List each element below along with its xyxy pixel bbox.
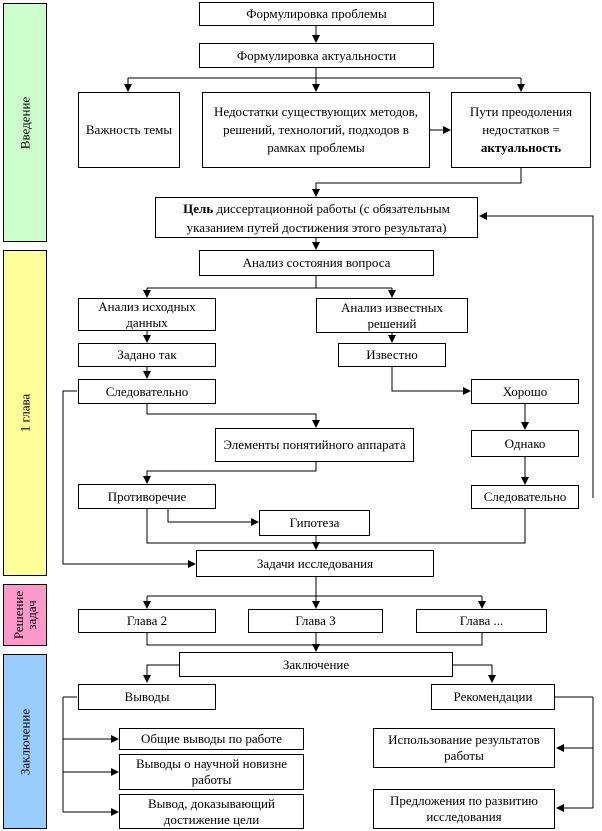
node-novelty-findings: Выводы о научной новизне работы <box>119 754 304 790</box>
node-tasks-label: Задачи исследования <box>256 555 374 571</box>
node-analysis-label: Анализ состояния вопроса <box>242 255 391 270</box>
node-known-label: Известно <box>366 347 418 362</box>
node-ways: Пути преодоления недостатков = актуально… <box>451 92 591 168</box>
node-tasks: Задачи исследования <box>196 550 434 577</box>
node-however: Однако <box>471 430 579 457</box>
node-hypothesis-label: Гипотеза <box>289 515 340 530</box>
node-goal-bold: Цель <box>183 200 214 216</box>
node-findings-label: Выводы <box>124 689 170 704</box>
node-goal: Цель диссертационной работы (с обязатель… <box>155 197 478 238</box>
node-analysis: Анализ состояния вопроса <box>199 250 434 276</box>
node-general-findings-label: Общие выводы по работе <box>140 731 282 746</box>
node-goal-label: диссертационной работы (с обязательным у… <box>186 200 450 235</box>
node-contradiction: Противоречие <box>78 484 216 509</box>
node-importance: Важность темы <box>78 92 180 168</box>
node-chapter-more-label: Глава ... <box>459 613 504 628</box>
node-good: Хорошо <box>471 379 579 404</box>
node-shortcomings: Недостатки существующих методов, решений… <box>202 92 430 168</box>
section-intro: Введение <box>3 3 47 242</box>
node-good-label: Хорошо <box>502 383 548 399</box>
node-consequently-right: Следовательно <box>471 485 579 509</box>
node-elements: Элементы понятийного аппарата <box>215 428 414 462</box>
node-given: Задано так <box>78 343 216 367</box>
node-use-results: Использование результатов работы <box>373 728 555 768</box>
node-recommendations-label: Рекомендации <box>453 689 533 704</box>
node-relevance-label: Формулировка актуальности <box>236 47 397 63</box>
node-chapter2-label: Глава 2 <box>126 613 168 628</box>
node-elements-label: Элементы понятийного аппарата <box>223 437 406 452</box>
node-recommendations: Рекомендации <box>431 684 555 710</box>
node-ways-label: Пути преодоления недостатков = <box>469 104 573 137</box>
node-conclusion-label: Заключение <box>282 656 350 672</box>
node-findings: Выводы <box>78 684 216 710</box>
node-known: Известно <box>338 343 446 367</box>
node-consequently-left-label: Следовательно <box>105 383 189 399</box>
node-chapter3: Глава 3 <box>248 609 383 633</box>
node-hypothesis: Гипотеза <box>259 510 370 536</box>
node-importance-label: Важность темы <box>85 122 173 137</box>
node-however-label: Однако <box>504 435 546 451</box>
node-known-solutions: Анализ известных решений <box>316 298 468 333</box>
node-chapter-more: Глава ... <box>416 609 547 633</box>
node-goal-findings-label: Вывод, доказывающий достижение цели <box>148 795 275 827</box>
node-goal-content: Цель диссертационной работы (с обязатель… <box>159 199 474 237</box>
node-ways-content: Пути преодоления недостатков = актуально… <box>455 103 587 157</box>
node-chapter3-label: Глава 3 <box>295 613 336 628</box>
node-problem: Формулировка проблемы <box>199 2 434 26</box>
node-shortcomings-label: Недостатки существующих методов, решений… <box>213 104 419 155</box>
section-chapter1: 1 глава <box>3 250 47 576</box>
node-goal-findings: Вывод, доказывающий достижение цели <box>119 794 304 829</box>
node-given-label: Задано так <box>117 347 177 362</box>
node-ways-bold: актуальность <box>480 140 562 155</box>
node-proposals: Предложения по развитию исследования <box>373 789 555 829</box>
section-conclusion: Заключение <box>3 654 47 829</box>
node-consequently-left: Следовательно <box>78 379 216 404</box>
node-novelty-findings-label: Выводы о научной новизне работы <box>135 756 288 787</box>
section-solving: Решение задач <box>3 584 47 646</box>
node-use-results-label: Использование результатов работы <box>388 732 540 763</box>
node-conclusion: Заключение <box>179 652 453 677</box>
node-problem-label: Формулировка проблемы <box>246 6 387 21</box>
node-contradiction-label: Противоречие <box>107 488 187 504</box>
node-consequently-right-label: Следовательно <box>483 489 567 504</box>
node-initial-data: Анализ исходных данных <box>78 298 216 331</box>
node-general-findings: Общие выводы по работе <box>119 728 304 750</box>
node-relevance: Формулировка актуальности <box>199 43 434 68</box>
node-initial-data-label: Анализ исходных данных <box>98 298 196 330</box>
node-known-solutions-label: Анализ известных решений <box>341 299 443 331</box>
node-chapter2: Глава 2 <box>78 609 216 633</box>
node-proposals-label: Предложения по развитию исследования <box>389 793 539 824</box>
